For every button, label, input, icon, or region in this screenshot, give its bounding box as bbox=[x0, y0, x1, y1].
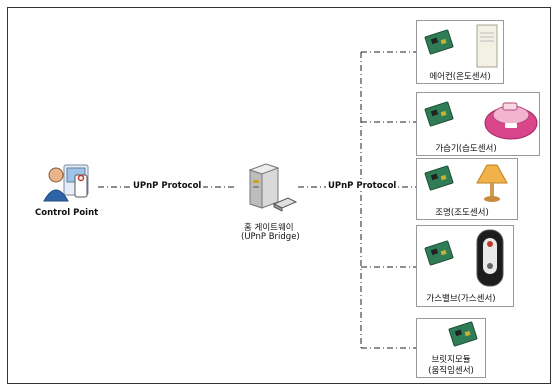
gateway-node bbox=[236, 162, 298, 220]
device-label-humidifier: 가습기(습도센서) bbox=[435, 144, 497, 154]
device-air-conditioner: 에어컨(온도센서) bbox=[416, 20, 504, 84]
device-gas-valve: 가스밸브(가스센서) bbox=[416, 225, 514, 307]
device-label-air-conditioner: 에어컨(온도센서) bbox=[429, 72, 491, 82]
device-bridge-module: 브릿지모듈 (움직임센서) bbox=[416, 318, 486, 378]
device-lamp: 조명(조도센서) bbox=[416, 158, 518, 220]
humidifier-icon bbox=[484, 102, 538, 140]
gateway-server-icon bbox=[248, 163, 298, 212]
sensor-board-icon bbox=[424, 29, 454, 55]
protocol-label-right: UPnP Protocol bbox=[326, 181, 399, 191]
control-point-node bbox=[42, 161, 98, 207]
control-point-label: Control Point bbox=[35, 208, 99, 218]
device-label-bridge-module: 브릿지모듈 bbox=[431, 355, 471, 365]
sensor-board-icon bbox=[424, 165, 454, 191]
device-humidifier: 가습기(습도센서) bbox=[416, 92, 540, 156]
lamp-icon bbox=[476, 164, 508, 202]
device-label-lamp: 조명(조도센서) bbox=[435, 208, 489, 218]
sensor-board-icon bbox=[448, 321, 478, 347]
gateway-sublabel: (UPnP Bridge) bbox=[241, 232, 300, 242]
sensor-board-icon bbox=[424, 240, 454, 266]
sensor-board-icon bbox=[424, 101, 454, 127]
gas-valve-icon bbox=[476, 229, 504, 287]
air-conditioner-icon bbox=[476, 24, 498, 68]
control-point-icon bbox=[43, 164, 89, 202]
protocol-label-left: UPnP Protocol bbox=[131, 181, 204, 191]
gateway-label: 홈 게이트웨이 bbox=[244, 223, 294, 233]
device-label-gas-valve: 가스밸브(가스센서) bbox=[426, 294, 496, 304]
device-sublabel-bridge-module: (움직임센서) bbox=[428, 366, 474, 376]
